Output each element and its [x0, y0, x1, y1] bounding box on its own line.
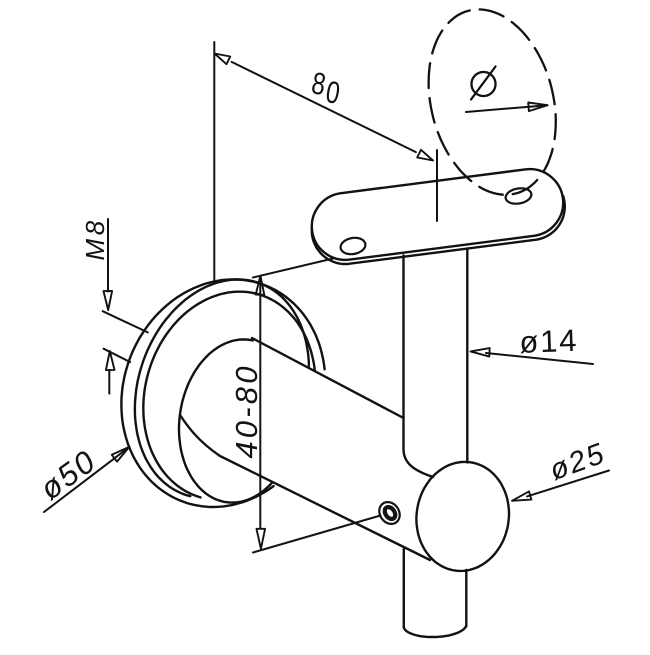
svg-text:M8: M8	[80, 217, 110, 260]
svg-text:40-80: 40-80	[229, 363, 264, 458]
svg-text:0: 0	[323, 74, 342, 110]
svg-text:8: 8	[309, 65, 328, 101]
svg-text:ø14: ø14	[519, 323, 579, 360]
